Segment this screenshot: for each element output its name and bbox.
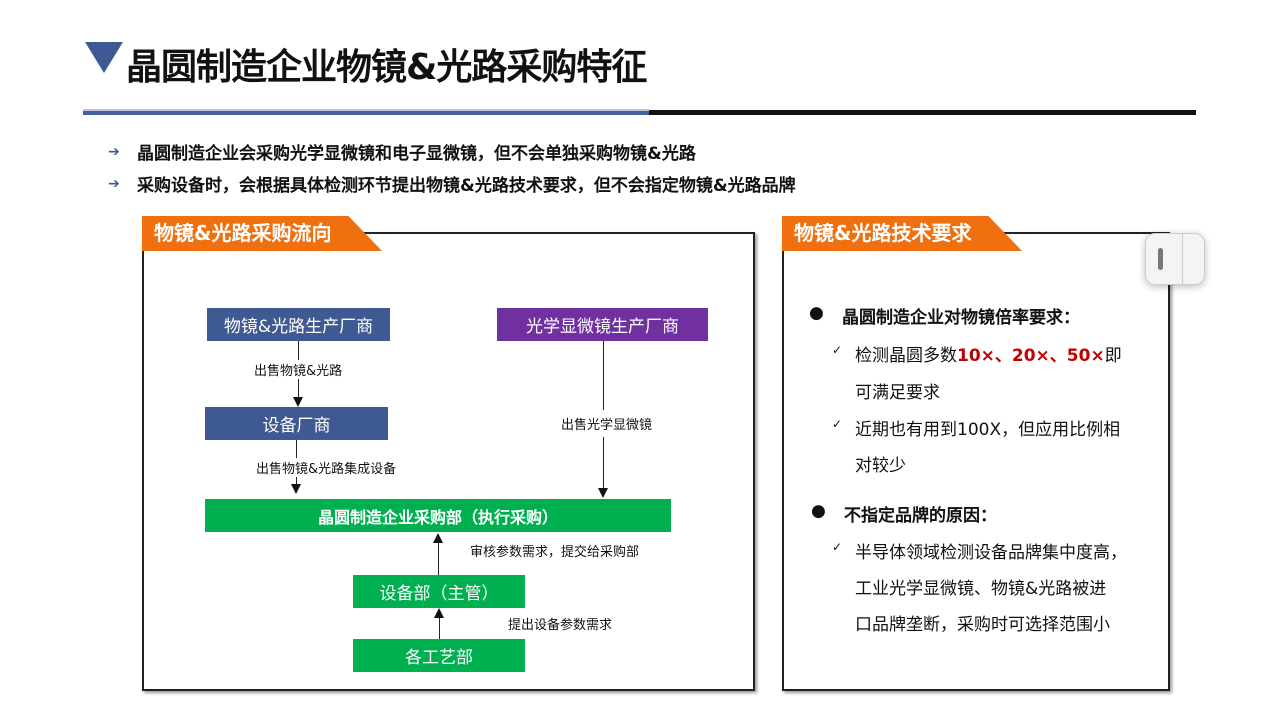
requirements-panel-tab: 物镜&光路技术要求: [782, 216, 1022, 251]
node-microscope-maker: 光学显微镜生产厂商: [497, 308, 708, 341]
req-item: 检测晶圆多数10×、20×、50×即: [855, 341, 1122, 366]
node-purchasing-dept: 晶圆制造企业采购部（执行采购）: [205, 499, 671, 532]
arrow-down-icon: [291, 484, 301, 494]
bullet-item: ➔ 晶圆制造企业会采购光学显微镜和电子显微镜，但不会单独采购物镜&光路: [108, 139, 696, 165]
arrow-icon: ➔: [108, 175, 120, 192]
edge-line: [439, 615, 440, 639]
bullet-dot-icon: ●: [809, 303, 824, 323]
edge-label: 提出设备参数需求: [508, 614, 613, 633]
node-equipment-dept: 设备部（主管）: [353, 575, 525, 608]
req-text: 半导体领域检测设备品牌集中度高，: [855, 543, 1127, 563]
flow-panel: [142, 232, 755, 691]
title-divider-dark: [649, 110, 1196, 115]
req-text: 可满足要求: [855, 383, 940, 403]
bullet-item: ➔ 采购设备时，会根据具体检测环节提出物镜&光路技术要求，但不会指定物镜&光路品牌: [108, 171, 796, 197]
req-heading: 不指定品牌的原因：: [844, 506, 997, 526]
node-process-depts: 各工艺部: [353, 639, 525, 672]
req-text: 即: [1104, 346, 1122, 366]
bullet-text: 采购设备时，会根据具体检测环节提出物镜&光路技术要求，但不会指定物镜&光路品牌: [137, 176, 796, 196]
req-text: 工业光学显微镜、物镜&光路被进: [855, 579, 1107, 599]
title-divider: [83, 109, 649, 115]
edge-label: 出售物镜&光路集成设备: [254, 458, 399, 477]
arrow-down-icon: [293, 397, 303, 407]
edge-line: [438, 540, 439, 575]
node-equipment-vendor: 设备厂商: [205, 407, 388, 440]
edge-label: 出售光学显微镜: [559, 410, 655, 437]
edge-label: 审核参数需求，提交给采购部: [470, 541, 640, 560]
check-icon: ✓: [832, 343, 843, 357]
arrow-icon: ➔: [108, 143, 120, 160]
req-text: 近期也有用到100X，但应用比例相: [855, 420, 1121, 440]
arrow-up-icon: [433, 533, 443, 543]
bullet-dot-icon: ●: [811, 501, 826, 521]
node-lens-maker: 物镜&光路生产厂商: [207, 308, 390, 341]
magnification-values: 10×、20×、50×: [957, 346, 1105, 366]
bullet-text: 晶圆制造企业会采购光学显微镜和电子显微镜，但不会单独采购物镜&光路: [137, 144, 696, 164]
req-text: 口品牌垄断，采购时可选择范围小: [855, 615, 1110, 635]
flow-panel-tab: 物镜&光路采购流向: [142, 216, 382, 251]
req-heading: 晶圆制造企业对物镜倍率要求：: [842, 308, 1080, 328]
edge-label: 出售物镜&光路: [252, 360, 345, 379]
page-title: 晶圆制造企业物镜&光路采购特征: [126, 47, 647, 88]
req-text: 检测晶圆多数: [855, 346, 957, 366]
title-triangle-icon: [85, 42, 123, 73]
toolbar-divider: [1182, 234, 1183, 284]
arrow-up-icon: [434, 608, 444, 618]
floating-toolbar[interactable]: [1145, 233, 1205, 285]
arrow-down-icon: [598, 488, 608, 498]
check-icon: ✓: [832, 417, 843, 431]
check-icon: ✓: [832, 540, 843, 554]
drag-handle-icon[interactable]: [1158, 248, 1163, 270]
req-text: 对较少: [855, 456, 906, 476]
